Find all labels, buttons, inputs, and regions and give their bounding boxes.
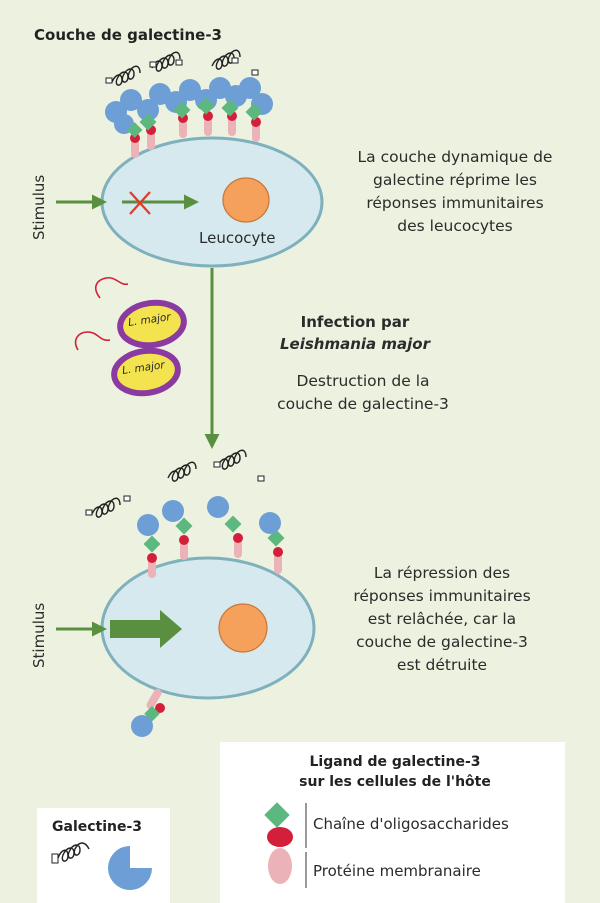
bottom-description-line: couche de galectine-3 — [356, 633, 528, 651]
bottom-description-line: est relâchée, car la — [367, 610, 517, 628]
blocked-x-icon — [129, 191, 151, 215]
bottom-leucocyte-cell — [100, 556, 316, 700]
top-stimulus-label: Stimulus — [30, 174, 48, 240]
bottom-description-line: est détruite — [396, 656, 488, 674]
bottom-description: La répression des réponses immunitaires … — [322, 562, 562, 677]
infection-title-line: Infection par — [300, 313, 410, 331]
protein-legend-label: Protéine membranaire — [313, 862, 481, 880]
infection-title-species: Leishmania major — [280, 335, 430, 353]
infection-desc-line: couche de galectine-3 — [277, 395, 449, 413]
bottom-description-line: La répression des — [373, 564, 511, 582]
top-description-line: des leucocytes — [397, 217, 513, 235]
top-description-line: réponses immunitaires — [366, 194, 544, 212]
bottom-description-line: réponses immunitaires — [353, 587, 531, 605]
ligand-title-line: sur les cellules de l'hôte — [299, 774, 491, 790]
ligand-legend-title: Ligand de galectine-3 sur les cellules d… — [250, 752, 540, 792]
galectin-legend-icon — [51, 842, 152, 890]
bottom-ligands — [85, 449, 285, 737]
top-description: La couche dynamique de galectine réprime… — [330, 146, 580, 238]
top-leucocyte-cell — [100, 136, 324, 268]
bottom-stimulus-label: Stimulus — [30, 602, 48, 668]
top-cell-label: Leucocyte — [199, 229, 276, 247]
infection-desc-line: Destruction de la — [296, 372, 430, 390]
infection-description: Destruction de la couche de galectine-3 — [258, 370, 468, 416]
oligo-legend-label: Chaîne d'oligosaccharides — [313, 815, 509, 833]
top-description-line: La couche dynamique de — [357, 148, 553, 166]
infection-title: Infection par Leishmania major — [280, 311, 430, 355]
top-nucleus — [222, 177, 270, 223]
top-galectin-lattice — [105, 49, 273, 158]
ligand-legend-icon — [264, 802, 307, 888]
top-description-line: galectine réprime les — [373, 171, 537, 189]
parasite-group — [74, 276, 187, 397]
bottom-stimulus-arrow — [56, 610, 182, 648]
ligand-title-line: Ligand de galectine-3 — [309, 754, 481, 770]
galectin-legend-title: Galectine-3 — [52, 819, 143, 835]
bottom-nucleus — [218, 603, 268, 653]
top-stimulus-arrow — [56, 191, 199, 215]
diagram-title: Couche de galectine-3 — [34, 26, 222, 44]
